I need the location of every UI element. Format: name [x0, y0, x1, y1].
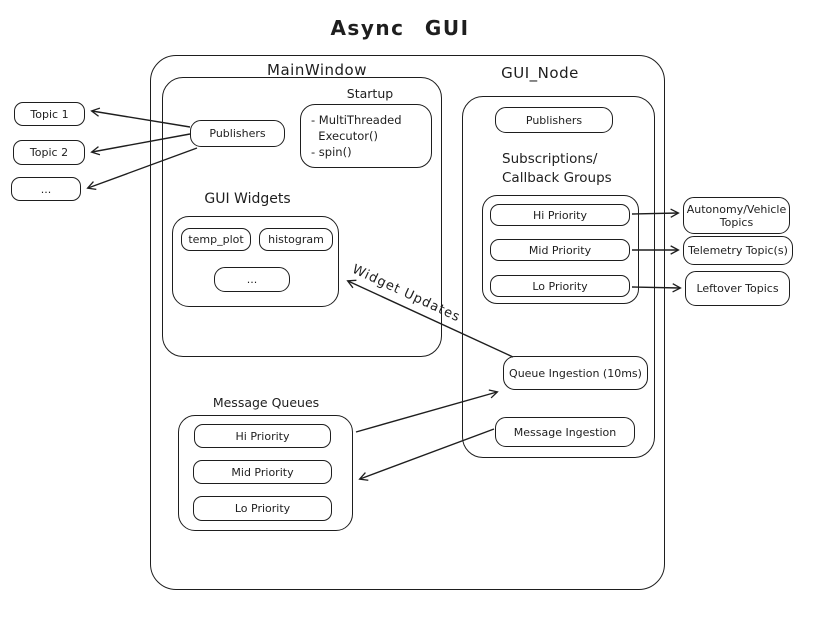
message-ingestion-label: Message Ingestion — [513, 425, 617, 439]
sub-mid-priority-box: Mid Priority — [490, 239, 630, 261]
sub-lo-priority-label: Lo Priority — [532, 279, 588, 293]
widget-histogram-label: histogram — [268, 233, 324, 246]
main-window-label: MainWindow — [267, 61, 367, 79]
message-ingestion-box: Message Ingestion — [495, 417, 635, 447]
diagram-title: Async GUI — [330, 16, 470, 40]
queue-ingestion-box: Queue Ingestion (10ms) — [503, 356, 648, 390]
leftover-topics-box: Leftover Topics — [685, 271, 790, 306]
topic-more-label: ... — [40, 182, 52, 196]
gui-widgets-label: GUI Widgets — [204, 191, 291, 207]
mq-mid-priority-box: Mid Priority — [193, 460, 332, 484]
startup-label: Startup — [346, 86, 394, 101]
sub-hi-priority-box: Hi Priority — [490, 204, 630, 226]
message-queues-box — [178, 415, 353, 531]
startup-box: - MultiThreaded Executor() - spin() — [300, 104, 432, 168]
message-queues-label: Message Queues — [212, 395, 320, 410]
outer-container-box — [150, 55, 665, 590]
mq-hi-priority-label: Hi Priority — [235, 429, 290, 443]
widget-temp-plot-label: temp_plot — [188, 233, 244, 246]
widget-ellipsis-box: ... — [214, 267, 290, 292]
gui-widgets-group-box — [172, 216, 339, 307]
startup-body-text: - MultiThreaded Executor() - spin() — [311, 113, 402, 159]
autonomy-vehicle-topics-box: Autonomy/Vehicle Topics — [683, 197, 790, 234]
telemetry-topics-label: Telemetry Topic(s) — [688, 244, 788, 257]
telemetry-topics-box: Telemetry Topic(s) — [683, 236, 793, 265]
sub-mid-priority-label: Mid Priority — [528, 243, 592, 257]
sub-lo-priority-box: Lo Priority — [490, 275, 630, 297]
topic-1-box: Topic 1 — [14, 102, 85, 126]
widget-ellipsis-label: ... — [246, 273, 258, 286]
leftover-topics-label: Leftover Topics — [696, 282, 779, 295]
gui-node-box — [462, 96, 655, 458]
queue-ingestion-label: Queue Ingestion (10ms) — [509, 366, 642, 380]
gui-node-publishers-box: Publishers — [495, 107, 613, 133]
topic-1-label: Topic 1 — [30, 107, 69, 121]
main-window-publishers-label: Publishers — [209, 127, 266, 140]
subscriptions-label: Subscriptions/ Callback Groups — [502, 151, 612, 186]
gui-node-publishers-label: Publishers — [525, 113, 583, 127]
mq-lo-priority-label: Lo Priority — [234, 502, 291, 515]
topic-2-box: Topic 2 — [13, 140, 85, 165]
mq-mid-priority-label: Mid Priority — [231, 465, 294, 479]
mq-lo-priority-box: Lo Priority — [193, 496, 332, 521]
widget-temp-plot-box: temp_plot — [181, 228, 251, 251]
mq-hi-priority-box: Hi Priority — [194, 424, 331, 448]
gui-node-label: GUI_Node — [501, 64, 579, 82]
main-window-box — [162, 77, 442, 357]
main-window-publishers-box: Publishers — [190, 120, 285, 147]
topic-more-box: ... — [11, 177, 81, 201]
widget-histogram-box: histogram — [259, 228, 333, 251]
topic-2-label: Topic 2 — [29, 146, 69, 159]
sub-hi-priority-label: Hi Priority — [533, 208, 587, 222]
autonomy-vehicle-topics-label: Autonomy/Vehicle Topics — [686, 202, 787, 229]
